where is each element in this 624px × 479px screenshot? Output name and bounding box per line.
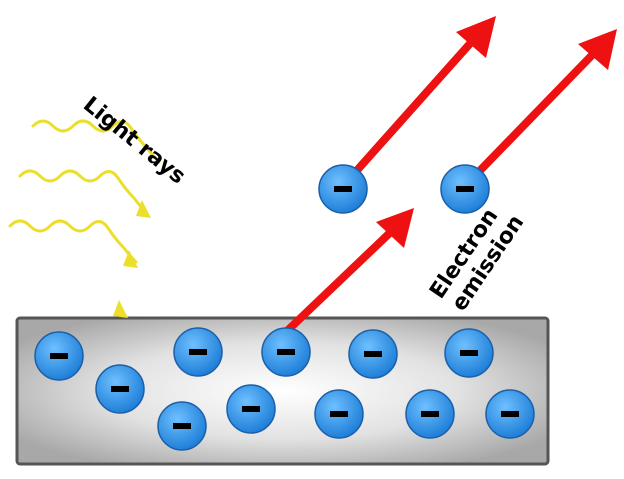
minus-sign (460, 350, 478, 356)
minus-sign (364, 351, 382, 357)
electron-emitted (440, 164, 490, 214)
minus-sign (456, 186, 474, 192)
minus-sign (111, 386, 129, 392)
electron-metal (314, 389, 364, 439)
minus-sign (189, 349, 207, 355)
minus-sign (330, 411, 348, 417)
arrowhead-emission-2 (578, 29, 617, 70)
minus-sign (50, 353, 68, 359)
electron-metal (34, 331, 84, 381)
light-ray-2 (18, 169, 148, 268)
arrowhead-emission-3 (376, 208, 414, 248)
electron-metal (405, 389, 455, 439)
electron-metal (485, 389, 535, 439)
minus-sign (421, 411, 439, 417)
minus-sign (277, 349, 295, 355)
electron-metal (348, 329, 398, 379)
electrons (34, 164, 535, 451)
electron-emitted (318, 164, 368, 214)
light-rays-label: Light rays (78, 92, 190, 189)
minus-sign (334, 186, 352, 192)
minus-sign (173, 423, 191, 429)
arrowhead-emission-1 (456, 16, 496, 58)
light-ray-3 (8, 219, 138, 318)
electron-metal (226, 384, 276, 434)
electron-metal (261, 327, 311, 377)
arrow-emission-2 (462, 47, 600, 189)
emission-arrows (284, 16, 617, 334)
minus-sign (242, 406, 260, 412)
light-rays (8, 119, 161, 318)
minus-sign (501, 411, 519, 417)
arrow-emission-3 (284, 224, 399, 334)
arrow-emission-1 (340, 35, 478, 189)
electron-metal (444, 328, 494, 378)
electron-emission-label: Electron emission (425, 204, 529, 315)
electron-metal (173, 327, 223, 377)
electron-metal (95, 364, 145, 414)
electron-metal (157, 401, 207, 451)
